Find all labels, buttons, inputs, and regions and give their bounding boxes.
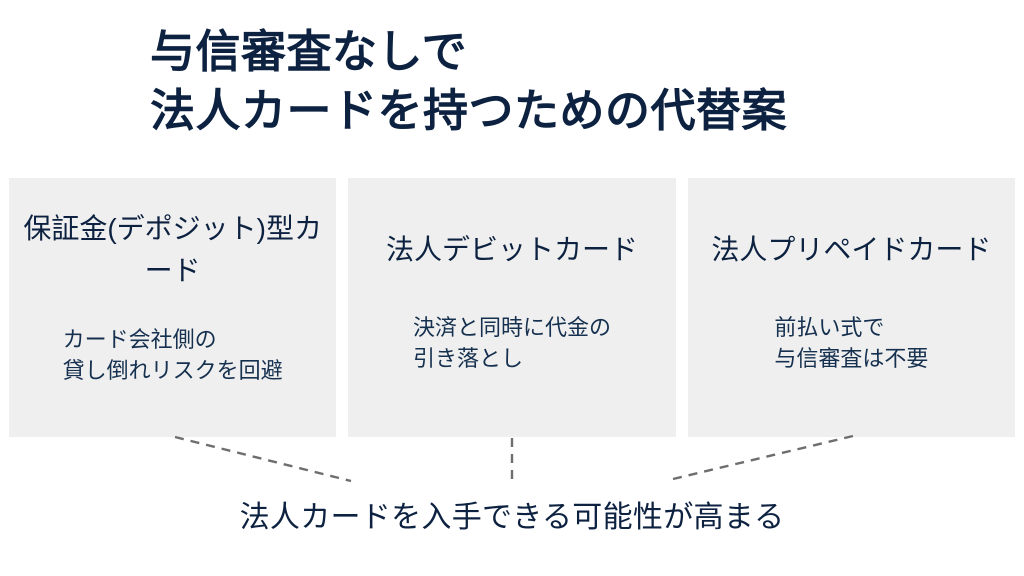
card-body: 決済と同時に代金の 引き落とし [412, 315, 611, 371]
conclusion-text: 法人カードを入手できる可能性が高まる [239, 501, 785, 534]
connector-left-diagonal-line [174, 435, 352, 483]
alternatives-card-row: 保証金(デポジット)型カード カード会社側の 貸し倒れリスクを回避 法人デビット… [9, 178, 1015, 437]
card-deposit-type: 保証金(デポジット)型カード カード会社側の 貸し倒れリスクを回避 [9, 178, 337, 437]
title-line-1: 与信審査なしで [150, 26, 468, 77]
card-heading: 法人プリペイドカード [711, 234, 992, 265]
card-heading: 保証金(デポジット)型カード [23, 213, 322, 286]
card-heading: 法人デビットカード [385, 234, 638, 265]
page-title: 与信審査なしで 法人カードを持つための代替案 [150, 22, 1010, 140]
card-body: カード会社側の 貸し倒れリスクを回避 [62, 327, 283, 383]
connector-right-diagonal-line [672, 434, 854, 481]
title-line-2: 法人カードを持つための代替案 [150, 85, 788, 136]
card-corporate-debit: 法人デビットカード 決済と同時に代金の 引き落とし [348, 178, 676, 437]
card-body: 前払い式で 与信審査は不要 [774, 315, 929, 371]
card-corporate-prepaid: 法人プリペイドカード 前払い式で 与信審査は不要 [687, 178, 1015, 437]
